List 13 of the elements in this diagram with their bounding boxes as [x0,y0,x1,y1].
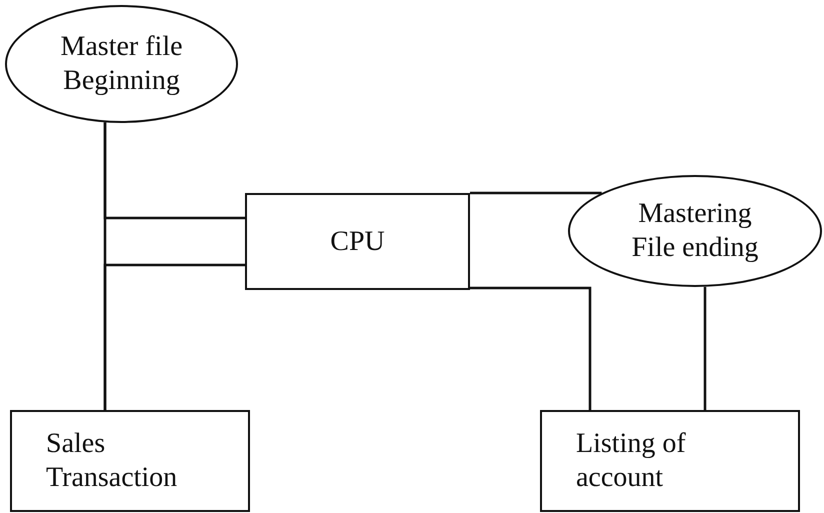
connector-line [470,286,592,410]
node-label: CPU [330,224,385,258]
node-label: Listing of account [576,427,687,495]
connector-line [104,264,245,410]
connector-line [704,286,706,410]
process-box [10,410,250,512]
node-label: Master file Beginning [59,30,184,98]
connector-line [104,122,245,220]
node-label: Mastering File ending [630,197,760,265]
connector-line [470,192,602,194]
node-label: Sales Transaction [46,427,178,495]
process-box [540,410,800,512]
process-box [245,193,470,290]
